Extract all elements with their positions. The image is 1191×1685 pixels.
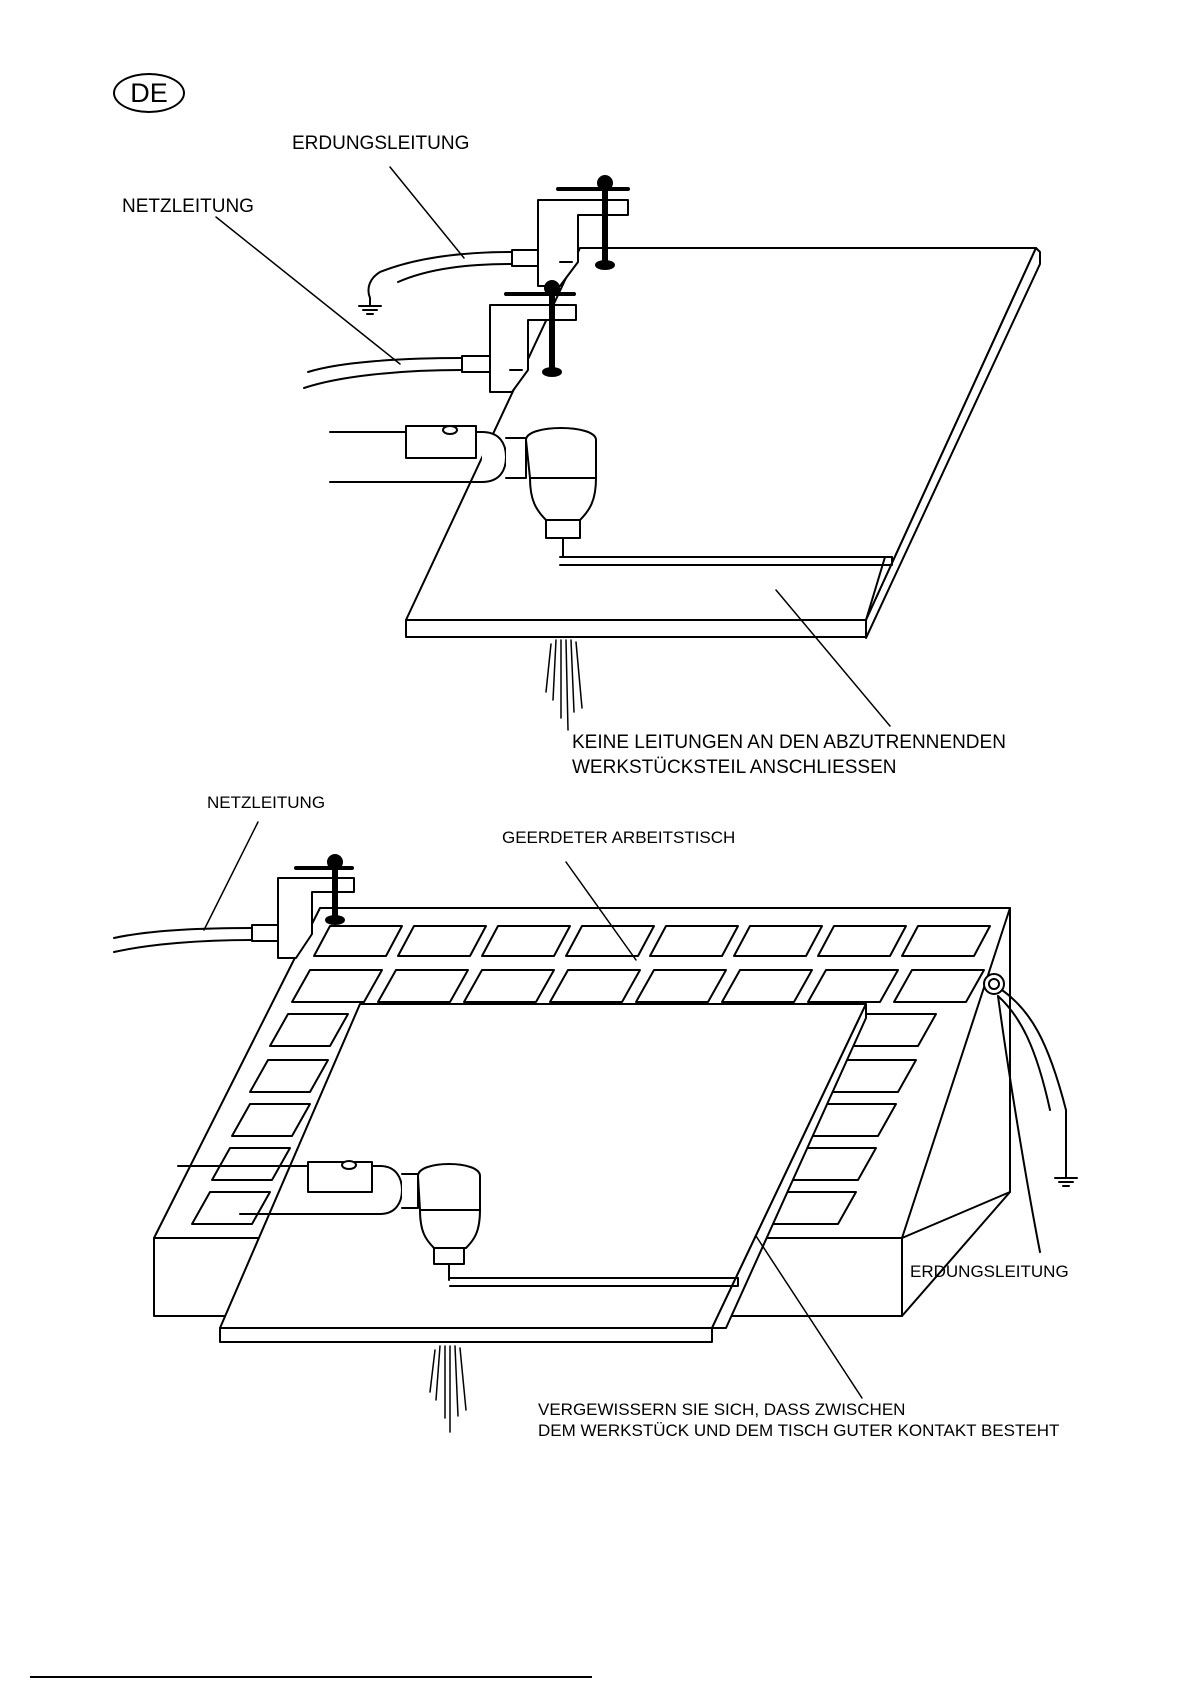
bottom-mains-cable-label: NETZLEITUNG <box>207 793 325 813</box>
contact-note-line-2: DEM WERKSTÜCK UND DEM TISCH GUTER KONTAK… <box>538 1421 1059 1441</box>
bottom-sparks <box>430 1346 466 1432</box>
top-mains-cable-label: NETZLEITUNG <box>122 196 254 218</box>
top-sparks <box>546 640 582 730</box>
bottom-figure <box>114 822 1077 1432</box>
bottom-ground-cable-label: ERDUNGSLEITUNG <box>910 1262 1069 1282</box>
work-table-label: GEERDETER ARBEITSTISCH <box>502 828 735 848</box>
top-figure <box>216 167 1040 730</box>
ground-symbol-icon <box>1055 1178 1077 1186</box>
ground-symbol-icon <box>359 306 381 314</box>
top-ground-cable-label: ERDUNGSLEITUNG <box>292 133 469 155</box>
top-warning-line-2: WERKSTÜCKSTEIL ANSCHLIESSEN <box>572 755 896 780</box>
bottom-mains-cable <box>114 925 278 952</box>
contact-note-line-1: VERGEWISSERN SIE SICH, DASS ZWISCHEN <box>538 1400 905 1420</box>
top-warning-line-1: KEINE LEITUNGEN AN DEN ABZUTRENNENDEN <box>572 730 1006 755</box>
footer-rule <box>30 1676 592 1678</box>
